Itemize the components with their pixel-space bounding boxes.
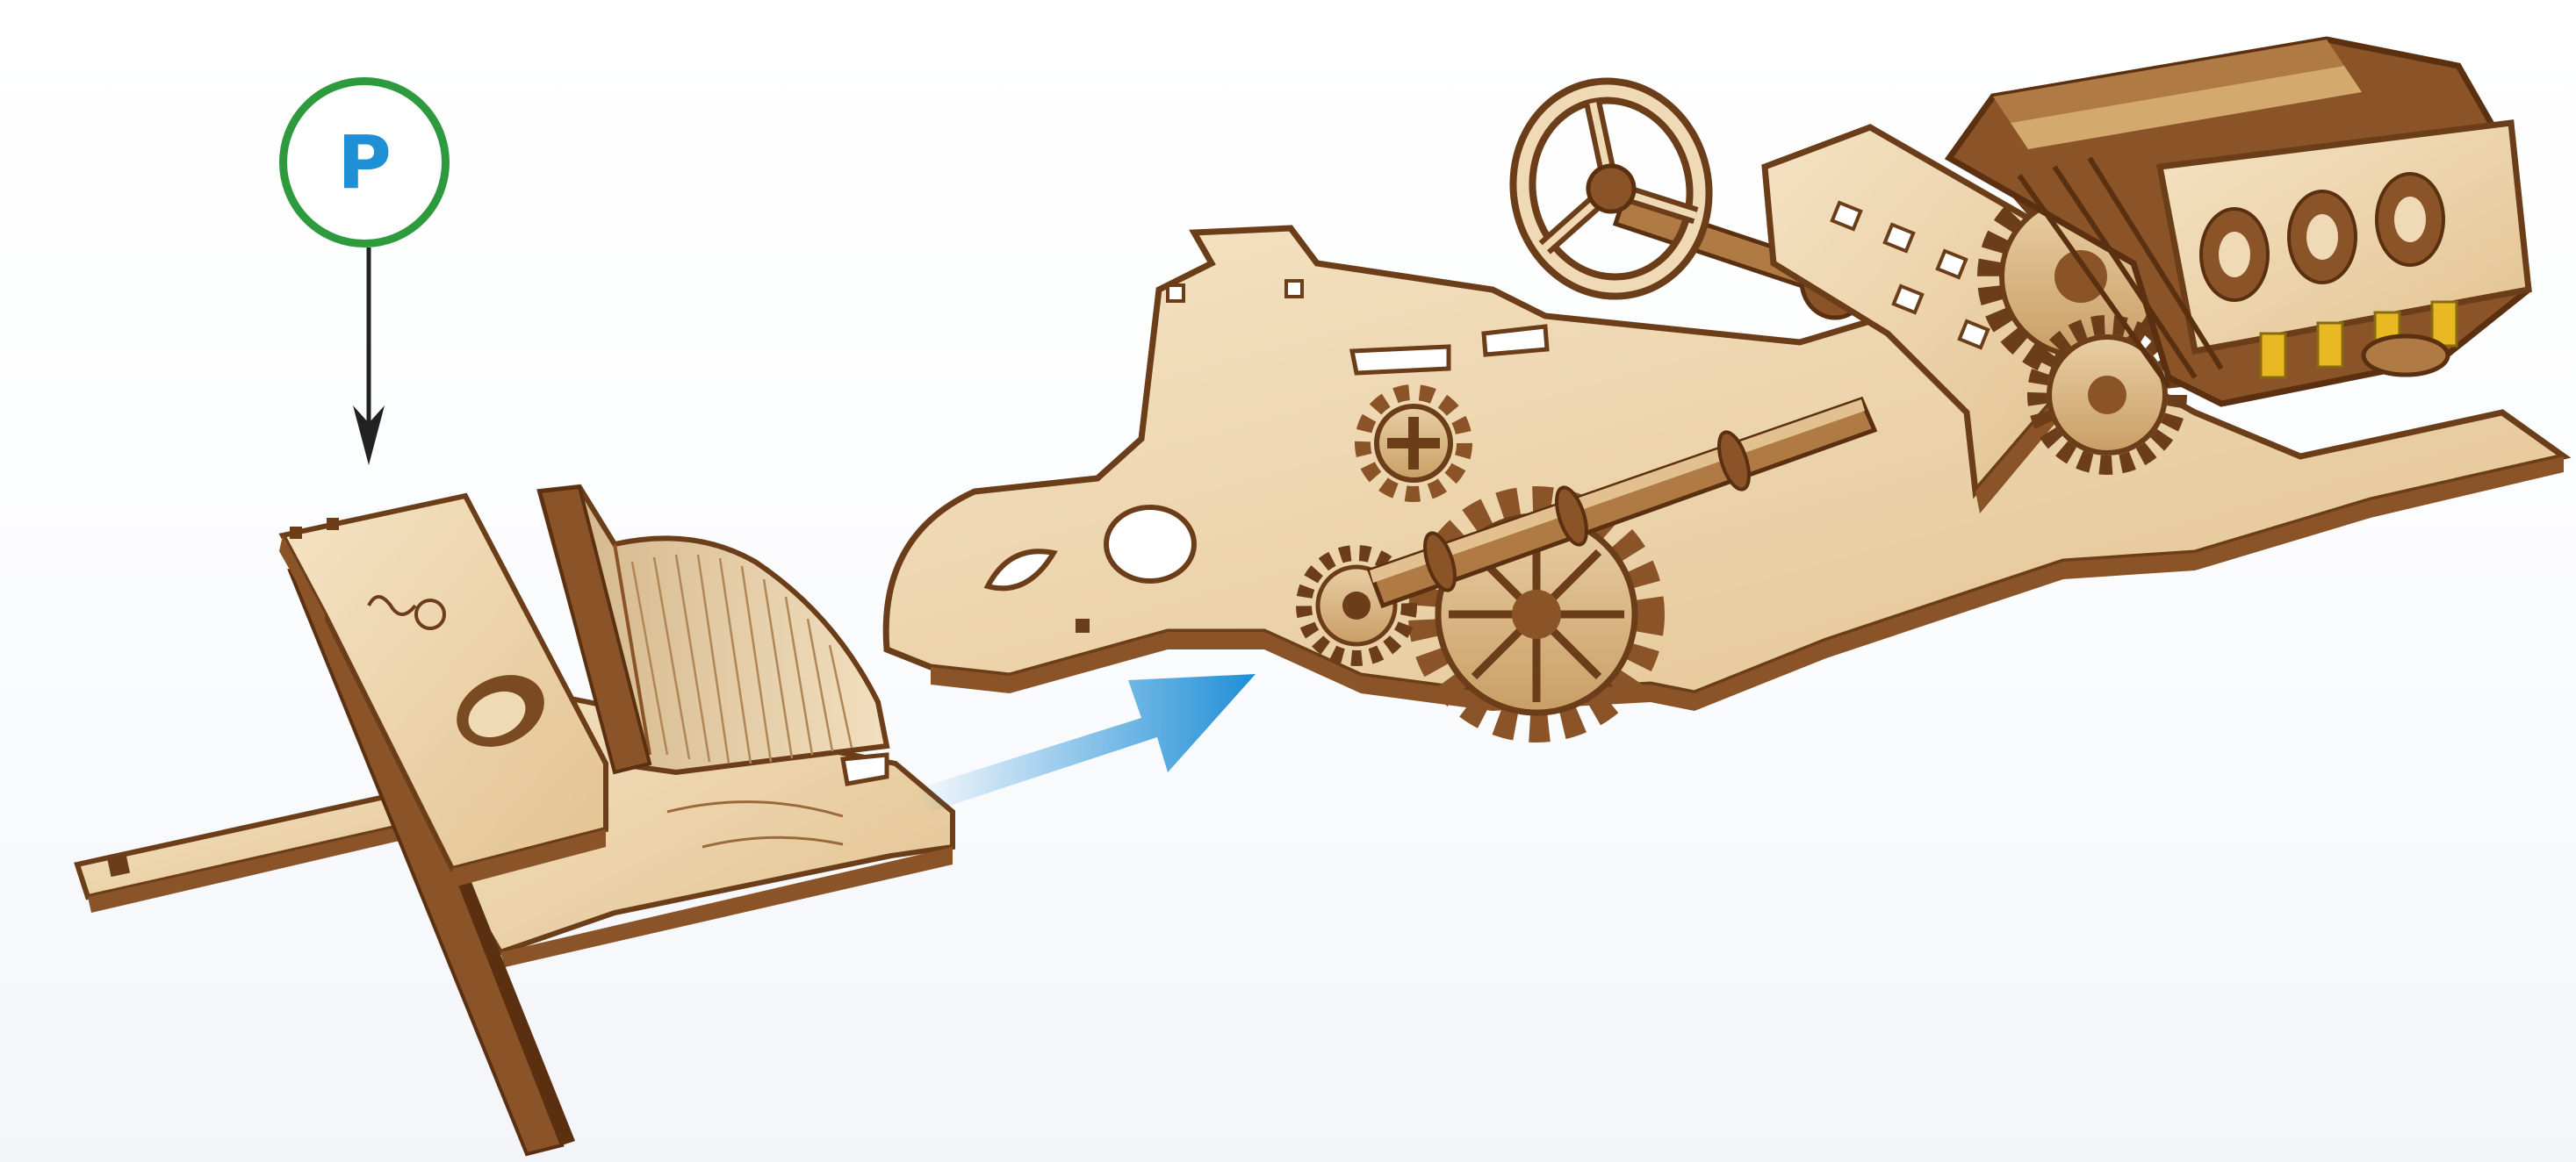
chassis-assembly xyxy=(886,39,2564,728)
step-marker: P xyxy=(272,70,474,404)
down-arrow-icon xyxy=(351,247,386,467)
seat-assembly xyxy=(77,487,953,1154)
steering-wheel xyxy=(1505,75,1717,304)
blue-assembly-arrow xyxy=(913,674,1256,812)
step-marker-ring: P xyxy=(279,77,450,247)
step-marker-letter: P xyxy=(337,126,392,199)
